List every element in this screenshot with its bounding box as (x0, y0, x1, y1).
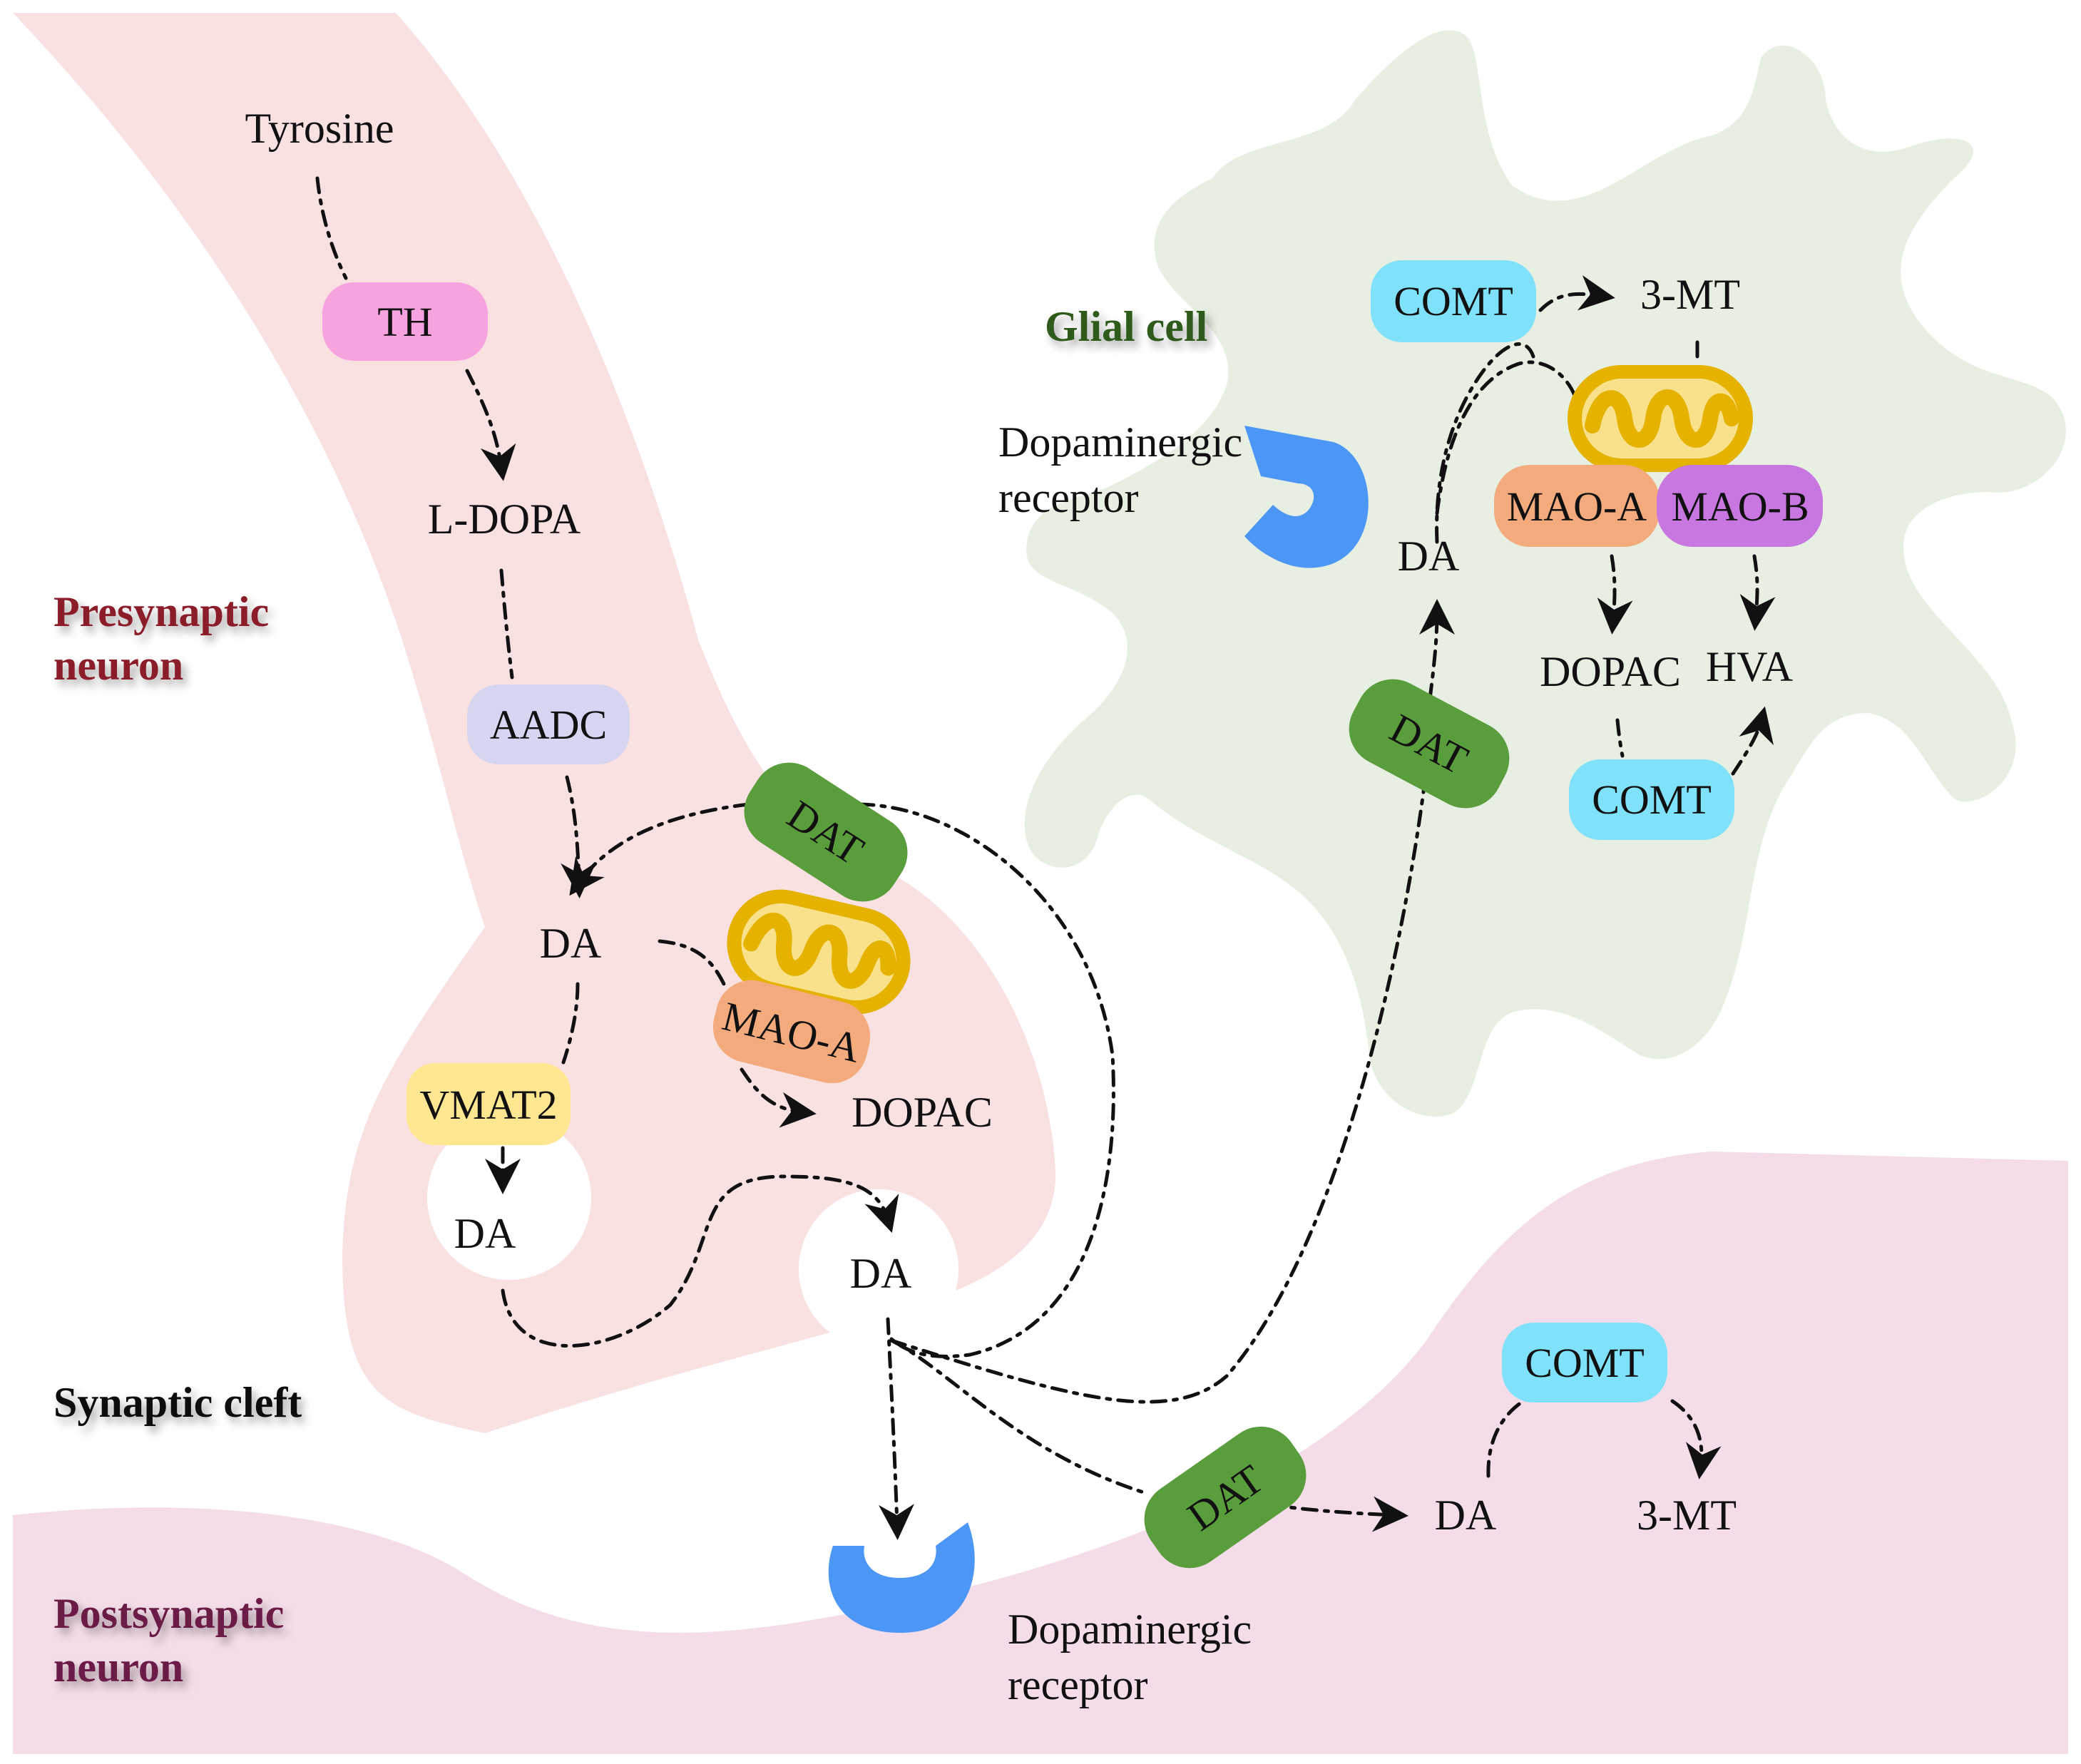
pathway-arrows (315, 176, 1776, 1540)
da-pre-label: DA (540, 920, 602, 967)
dat-pre-transporter: DAT (744, 762, 908, 902)
vesicle-left (427, 1116, 591, 1280)
mitochondrion-glial-icon (1568, 365, 1753, 472)
presynaptic-neuron-label-line1: Presynaptic (53, 588, 269, 635)
th-label: TH (377, 299, 432, 345)
da-glial-label: DA (1398, 533, 1460, 580)
da-post-label: DA (1435, 1492, 1497, 1539)
l-dopa-label: L-DOPA (428, 496, 581, 543)
comt-glial-bottom-label: COMT (1592, 776, 1712, 823)
3-mt-glial-label: 3-MT (1640, 271, 1740, 318)
dat-glial-transporter: DAT (1349, 679, 1510, 809)
dat-post-transporter: DAT (1144, 1426, 1307, 1569)
comt-glial-top-enzyme: COMT (1371, 260, 1536, 342)
dopac-glial-label: DOPAC (1540, 648, 1681, 695)
dopaminergic-receptor-post-icon (828, 1522, 975, 1633)
synaptic-cleft-label: Synaptic cleft (53, 1379, 302, 1426)
receptor-glial-label-line2: receptor (998, 474, 1139, 521)
aadc-enzyme: AADC (467, 684, 630, 764)
hva-glial-label: HVA (1706, 643, 1793, 690)
comt-glial-bottom-enzyme: COMT (1569, 759, 1734, 840)
da-vesicle-right-label: DA (850, 1250, 912, 1297)
comt-post-enzyme: COMT (1502, 1323, 1667, 1403)
receptor-post-label-line1: Dopaminergic (1008, 1606, 1252, 1653)
vmat2-label: VMAT2 (419, 1082, 557, 1128)
da-vesicle-left-label: DA (454, 1210, 516, 1257)
comt-post-label: COMT (1525, 1340, 1645, 1386)
mao-a-glial-label: MAO-A (1507, 483, 1647, 530)
mao-b-glial-enzyme: MAO-B (1657, 465, 1823, 547)
receptor-post-label-line2: receptor (1008, 1661, 1148, 1708)
tyrosine-label: Tyrosine (245, 105, 394, 152)
mao-a-pre-enzyme: MAO-A (712, 980, 871, 1084)
postsynaptic-neuron-shape (13, 1152, 2068, 1754)
vmat2-transporter: VMAT2 (407, 1063, 571, 1145)
comt-glial-top-label: COMT (1394, 278, 1513, 324)
th-enzyme: TH (322, 282, 488, 361)
vesicle-right (799, 1189, 958, 1349)
presynaptic-neuron-label-line2: neuron (53, 642, 183, 689)
postsynaptic-neuron-label-line1: Postsynaptic (53, 1590, 284, 1637)
postsynaptic-neuron-label-line2: neuron (53, 1644, 183, 1691)
glial-cell-shape (1024, 30, 2066, 1117)
mao-b-glial-label: MAO-B (1671, 483, 1809, 530)
dopac-pre-label: DOPAC (852, 1089, 993, 1136)
receptor-glial-label-line1: Dopaminergic (998, 419, 1242, 466)
mao-a-glial-enzyme: MAO-A (1494, 465, 1660, 547)
3-mt-post-label: 3-MT (1637, 1492, 1737, 1539)
dopaminergic-receptor-glial-icon (1244, 426, 1369, 568)
aadc-label: AADC (490, 702, 607, 748)
glial-cell-label: Glial cell (1045, 303, 1207, 350)
